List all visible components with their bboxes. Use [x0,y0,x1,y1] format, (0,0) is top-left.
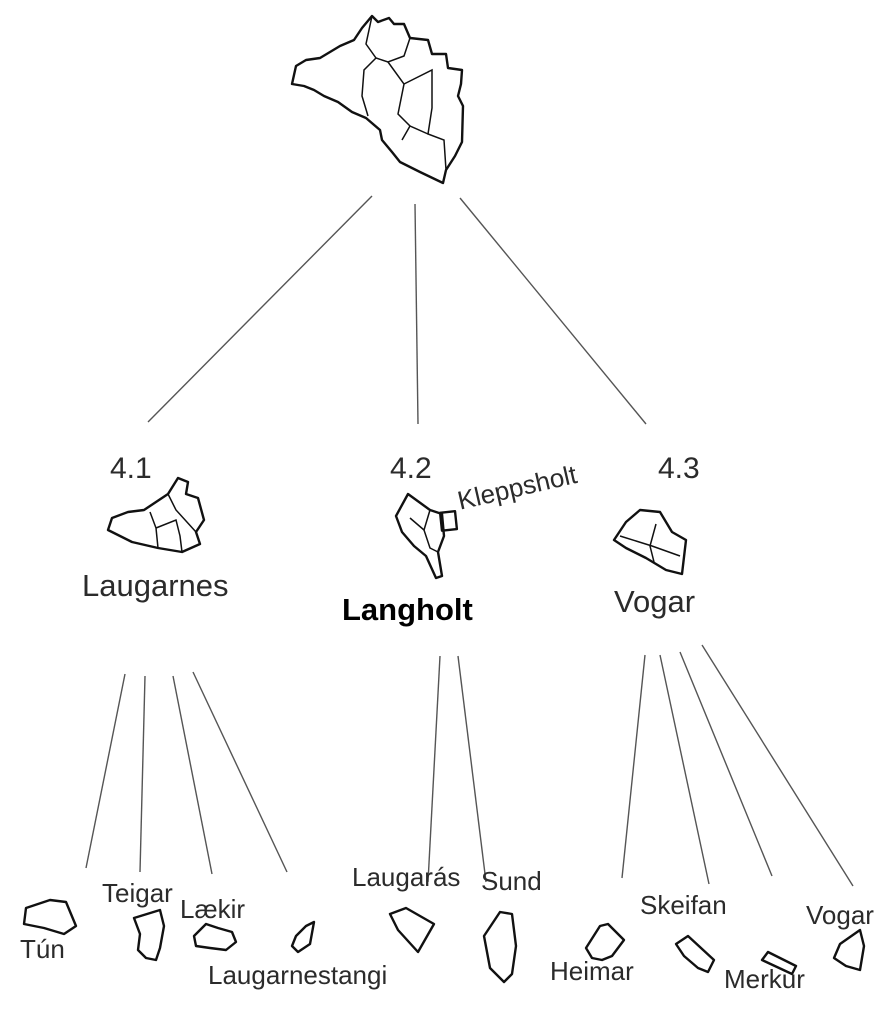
edge-laugarnes-teigar [139,675,146,873]
vogar-map-icon [612,508,688,576]
root-map-icon [290,14,465,185]
district-code-vogar: 4.3 [658,452,700,485]
district-name-langholt: Langholt [342,592,473,627]
subarea-label-vogar: Vogar [806,900,874,930]
vogar-leaf-map-icon [832,928,866,972]
edge-langholt-sund [457,655,487,883]
district-code-laugarnes: 4.1 [110,452,152,485]
district-name-laugarnes: Laugarnes [82,568,229,603]
subarea-label-laugarnestangi: Laugarnestangi [208,960,388,990]
sund-map-icon [482,910,518,984]
laugarnes-map-icon [106,476,206,554]
edge-vogar-heimar [621,654,646,879]
edge-root-laugarnes [147,195,373,423]
subarea-label-laugaras: Laugarás [352,862,461,892]
laugarnestangi-map-icon [290,920,316,954]
edge-root-langholt [414,203,419,425]
edge-vogar-skeifan [659,654,710,885]
edge-laugarnes-laugarnestangi [192,671,288,873]
edge-vogar-vogar [701,644,854,887]
subarea-label-skeifan: Skeifan [640,890,727,920]
district-code-langholt: 4.2 [390,452,432,485]
edge-root-vogar [459,197,647,425]
laugaras-map-icon [388,906,436,954]
subarea-label-sund: Sund [481,866,542,896]
district-name-vogar: Vogar [614,584,696,619]
edge-vogar-merkur [679,651,773,877]
edge-laugarnes-laekir [172,675,213,875]
merkur-map-icon [760,950,798,976]
skeifan-map-icon [674,934,716,974]
heimar-map-icon [584,922,626,962]
langholt-map-icon [394,492,459,580]
laekir-map-icon [192,922,238,952]
subarea-label-merkur: Merkur [724,964,805,994]
subarea-label-laekir: Lækir [180,894,246,924]
edge-langholt-laugaras [427,655,441,883]
edge-laugarnes-tun [85,673,126,869]
subarea-label-tun: Tún [20,934,65,964]
subarea-label-teigar: Teigar [102,878,173,908]
tun-map-icon [22,898,78,936]
subarea-label-heimar: Heimar [550,956,634,986]
teigar-map-icon [132,908,166,962]
